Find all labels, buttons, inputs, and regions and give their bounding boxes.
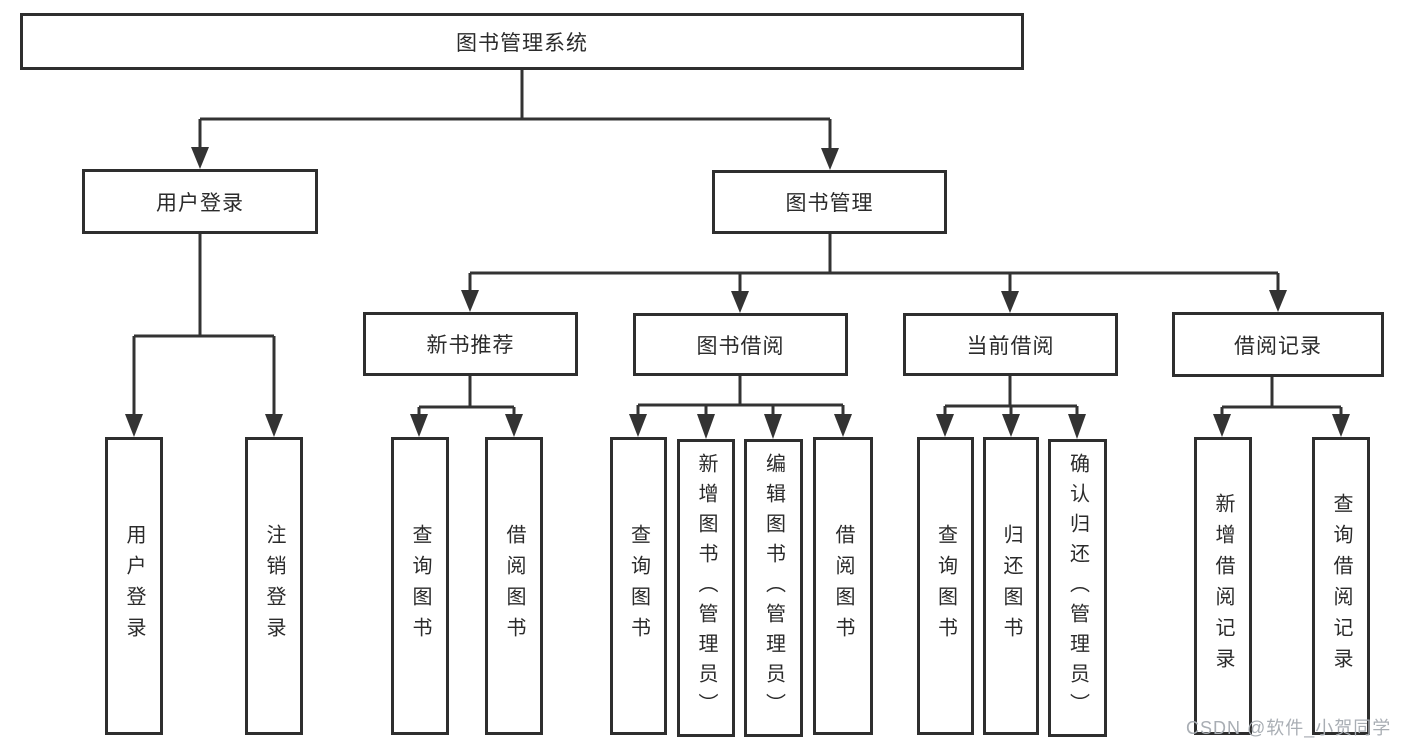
arrowhead-icon — [697, 414, 715, 439]
arrowhead-icon — [265, 414, 283, 437]
node-root: 图书管理系统 — [20, 13, 1024, 70]
leaf-confirm-return-admin: 确认归还（管理员） — [1048, 439, 1107, 737]
arrowhead-icon — [936, 414, 954, 437]
leaf-add-borrow-record: 新增借阅记录 — [1194, 437, 1252, 735]
connector-root-to-level2 — [191, 70, 839, 170]
arrowhead-icon — [834, 414, 852, 437]
connector-new-book-children — [410, 376, 523, 437]
arrowhead-icon — [191, 147, 209, 169]
arrowhead-icon — [461, 290, 479, 312]
leaf-borrow-books-recommend: 借阅图书 — [485, 437, 543, 735]
connector-book-borrow-children — [629, 376, 852, 439]
arrowhead-icon — [1001, 291, 1019, 313]
watermark: CSDN @软件_小贺同学 — [1186, 718, 1392, 738]
arrowhead-icon — [505, 414, 523, 437]
leaf-query-books-borrow: 查询图书 — [610, 437, 667, 735]
node-book-management: 图书管理 — [712, 170, 947, 234]
arrowhead-icon — [821, 148, 839, 170]
arrowhead-icon — [629, 414, 647, 437]
node-borrow-records: 借阅记录 — [1172, 312, 1384, 377]
node-user-login: 用户登录 — [82, 169, 318, 234]
arrowhead-icon — [1269, 290, 1287, 312]
leaf-user-login: 用户登录 — [105, 437, 163, 735]
leaf-return-books: 归还图书 — [983, 437, 1039, 735]
arrowhead-icon — [125, 414, 143, 437]
arrowhead-icon — [1332, 414, 1350, 437]
arrowhead-icon — [1068, 414, 1086, 439]
leaf-borrow-books-borrow: 借阅图书 — [813, 437, 873, 735]
connector-user-login-children — [125, 234, 283, 437]
leaf-query-borrow-record: 查询借阅记录 — [1312, 437, 1370, 735]
arrowhead-icon — [731, 291, 749, 313]
leaf-edit-books-admin: 编辑图书（管理员） — [744, 439, 803, 737]
node-book-borrow: 图书借阅 — [633, 313, 848, 376]
arrowhead-icon — [410, 414, 428, 437]
leaf-add-books-admin: 新增图书（管理员） — [677, 439, 735, 737]
node-new-book-recommend: 新书推荐 — [363, 312, 578, 376]
connector-borrow-records-children — [1213, 377, 1350, 437]
leaf-query-books-current: 查询图书 — [917, 437, 974, 735]
leaf-query-books-recommend: 查询图书 — [391, 437, 449, 735]
arrowhead-icon — [764, 414, 782, 439]
connector-current-borrow-children — [936, 376, 1086, 439]
connector-book-management-to-level3 — [461, 234, 1287, 313]
arrowhead-icon — [1002, 414, 1020, 437]
arrowhead-icon — [1213, 414, 1231, 437]
leaf-logout: 注销登录 — [245, 437, 303, 735]
node-current-borrow: 当前借阅 — [903, 313, 1118, 376]
